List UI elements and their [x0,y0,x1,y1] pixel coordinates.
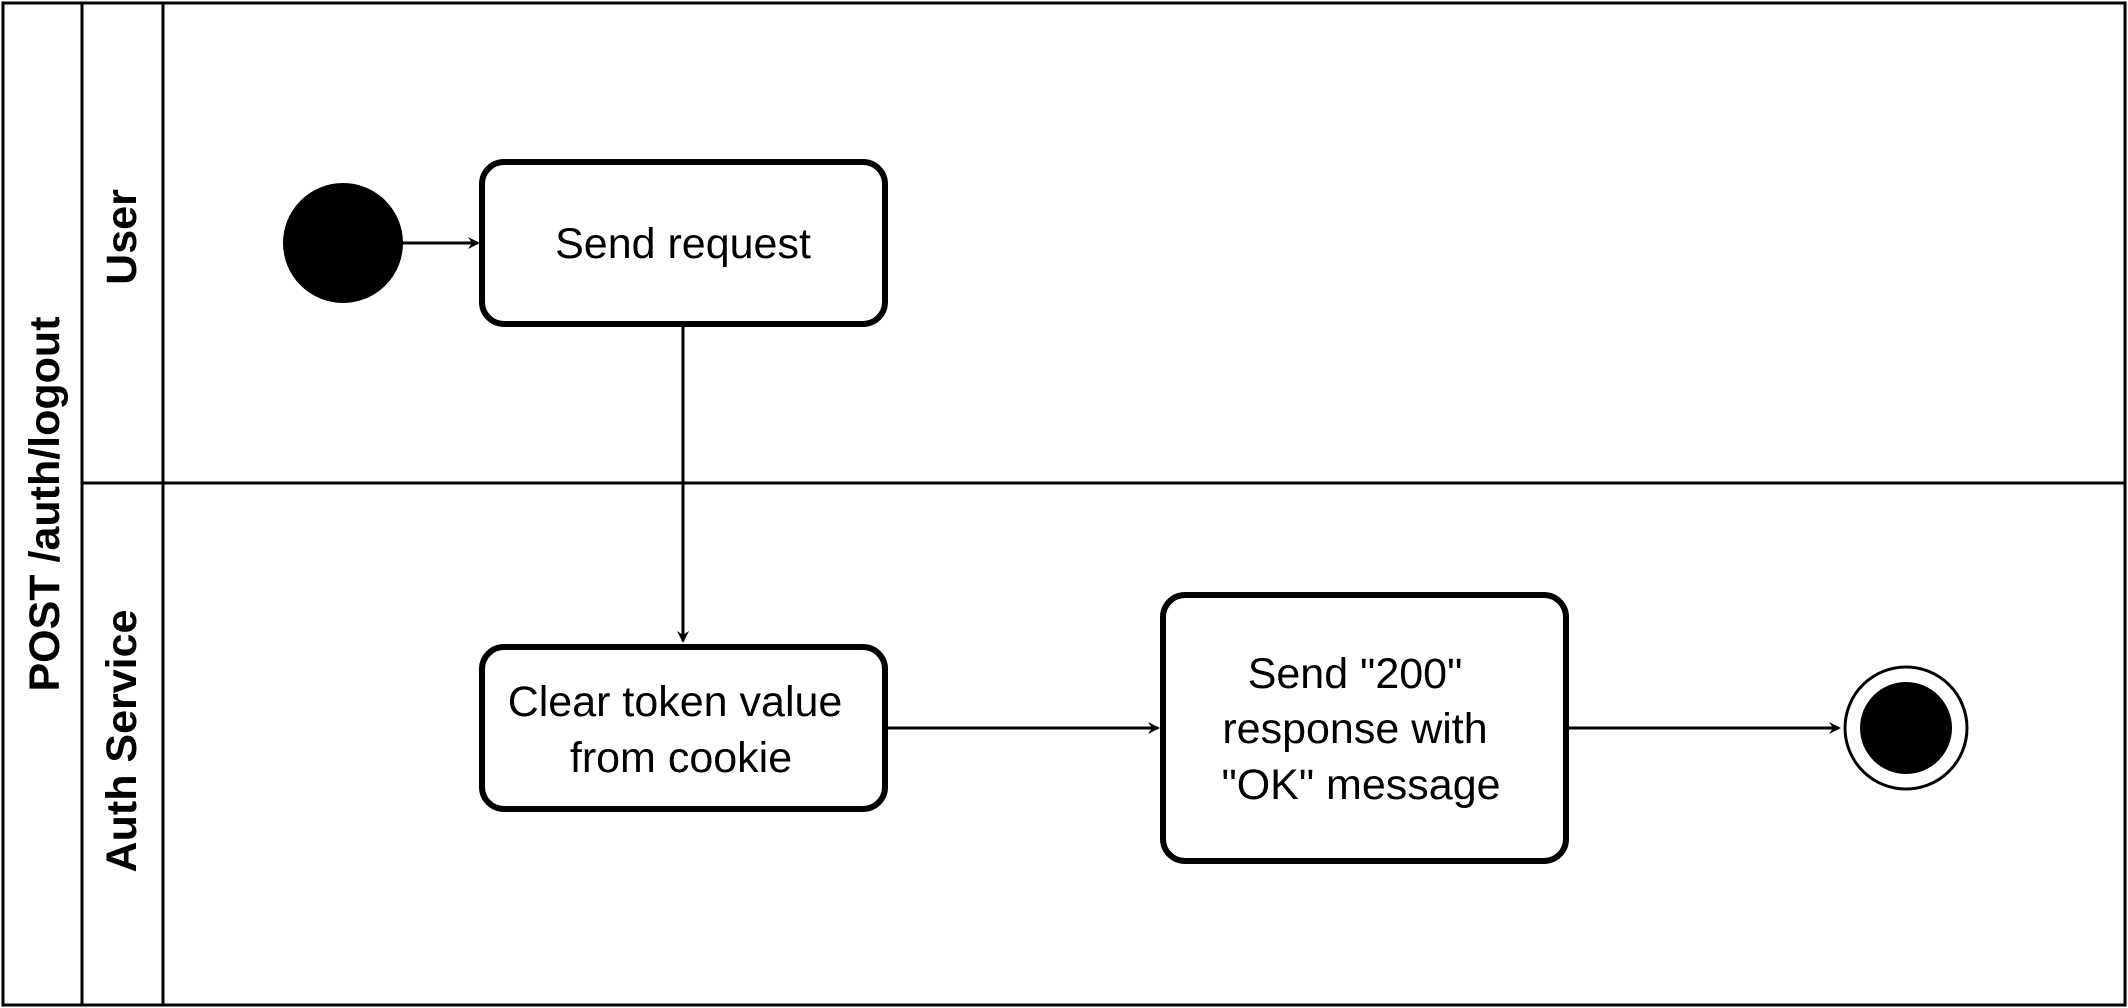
start-node [283,183,403,303]
pool-title: POST /auth/logout [21,316,69,691]
action-send-request-label: Send request [555,220,811,268]
action-send-response-label: Send "200" response with "OK" message [1221,650,1500,809]
lane-label-user: User [98,189,146,285]
action-clear-token [479,644,888,812]
lane-label-auth-service: Auth Service [98,610,146,873]
action-clear-token-label: Clear token value from cookie [508,678,855,782]
end-node-core [1860,682,1952,774]
